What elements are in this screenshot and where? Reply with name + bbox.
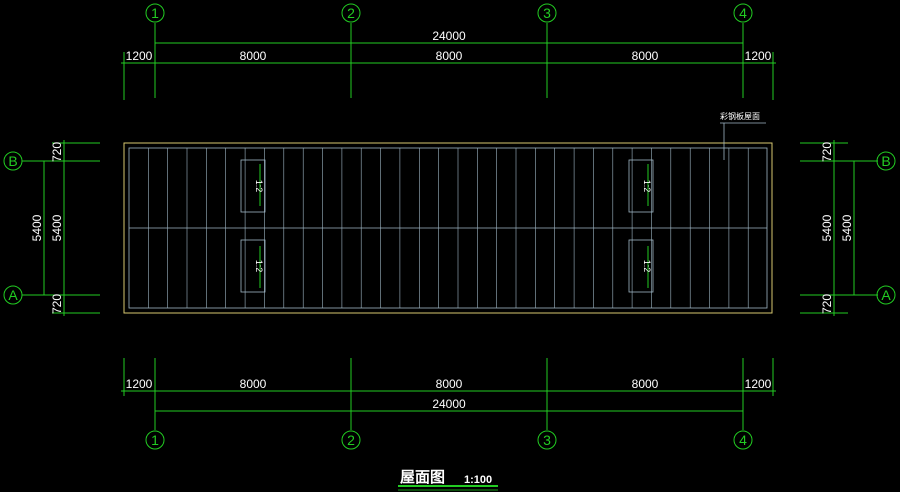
bottom-overall-dimension: 24000 [432,397,466,411]
svg-text:3: 3 [543,5,551,21]
axis-bubble-top-2: 2 [341,3,361,23]
svg-text:4: 4 [739,5,747,21]
left-span-outer-dimension: 5400 [30,214,44,241]
slope-label: 1:2 [642,260,652,273]
roof-outer-outline [123,142,773,314]
top-left-overhang-dimension: 1200 [126,49,153,63]
svg-text:1: 1 [151,5,159,21]
roof-material-note: 彩钢板屋面 [720,111,760,121]
slope-label: 1:2 [642,180,652,193]
svg-text:A: A [8,287,18,303]
axis-bubble-right-b: B [876,151,896,171]
left-span-inner-dimension: 5400 [50,214,64,241]
svg-text:A: A [881,287,891,303]
slope-label: 1:2 [254,180,264,193]
axis-bubble-left-a: A [3,285,23,305]
bottom-left-overhang-dimension: 1200 [126,377,153,391]
roof-material-callout: 彩钢板屋面 [720,111,766,160]
drawing-scale: 1:100 [464,474,492,486]
axis-bubble-top-3: 3 [537,3,557,23]
right-span-outer-dimension: 5400 [840,214,854,241]
svg-text:1: 1 [151,432,159,448]
left-edge-top-dimension: 720 [50,142,64,162]
axis-bubble-bottom-4: 4 [733,430,753,450]
slope-marker-top-right: 1:2 [628,159,654,213]
svg-text:B: B [881,153,890,169]
slope-marker-bottom-left: 1:2 [240,239,266,293]
top-overall-dimension: 24000 [432,29,466,43]
bottom-bay-2-dimension: 8000 [436,377,463,391]
drawing-title: 屋面图 [400,468,445,486]
slope-marker-top-left: 1:2 [240,159,266,213]
axis-bubble-left-b: B [3,151,23,171]
top-bay-3-dimension: 8000 [632,49,659,63]
bottom-bay-3-dimension: 8000 [632,377,659,391]
bottom-dimension-group [121,358,776,430]
axis-bubble-top-4: 4 [733,3,753,23]
top-dimension-group [121,23,776,100]
axis-bubble-bottom-2: 2 [341,430,361,450]
right-edge-bottom-dimension: 720 [820,294,834,314]
right-dimension-group [800,140,878,316]
svg-text:2: 2 [347,5,355,21]
top-bay-1-dimension: 8000 [240,49,267,63]
axis-bubble-bottom-3: 3 [537,430,557,450]
slope-marker-bottom-right: 1:2 [628,239,654,293]
left-edge-bottom-dimension: 720 [50,294,64,314]
top-bay-2-dimension: 8000 [436,49,463,63]
right-span-inner-dimension: 5400 [820,214,834,241]
left-dimension-group [22,140,100,316]
bottom-bay-1-dimension: 8000 [240,377,267,391]
svg-text:B: B [8,153,17,169]
right-edge-top-dimension: 720 [820,142,834,162]
svg-text:4: 4 [739,432,747,448]
bottom-right-overhang-dimension: 1200 [745,377,772,391]
svg-text:3: 3 [543,432,551,448]
slope-label: 1:2 [254,260,264,273]
axis-bubble-top-1: 1 [145,3,165,23]
svg-text:2: 2 [347,432,355,448]
top-right-overhang-dimension: 1200 [745,49,772,63]
axis-bubble-right-a: A [876,285,896,305]
axis-bubble-bottom-1: 1 [145,430,165,450]
